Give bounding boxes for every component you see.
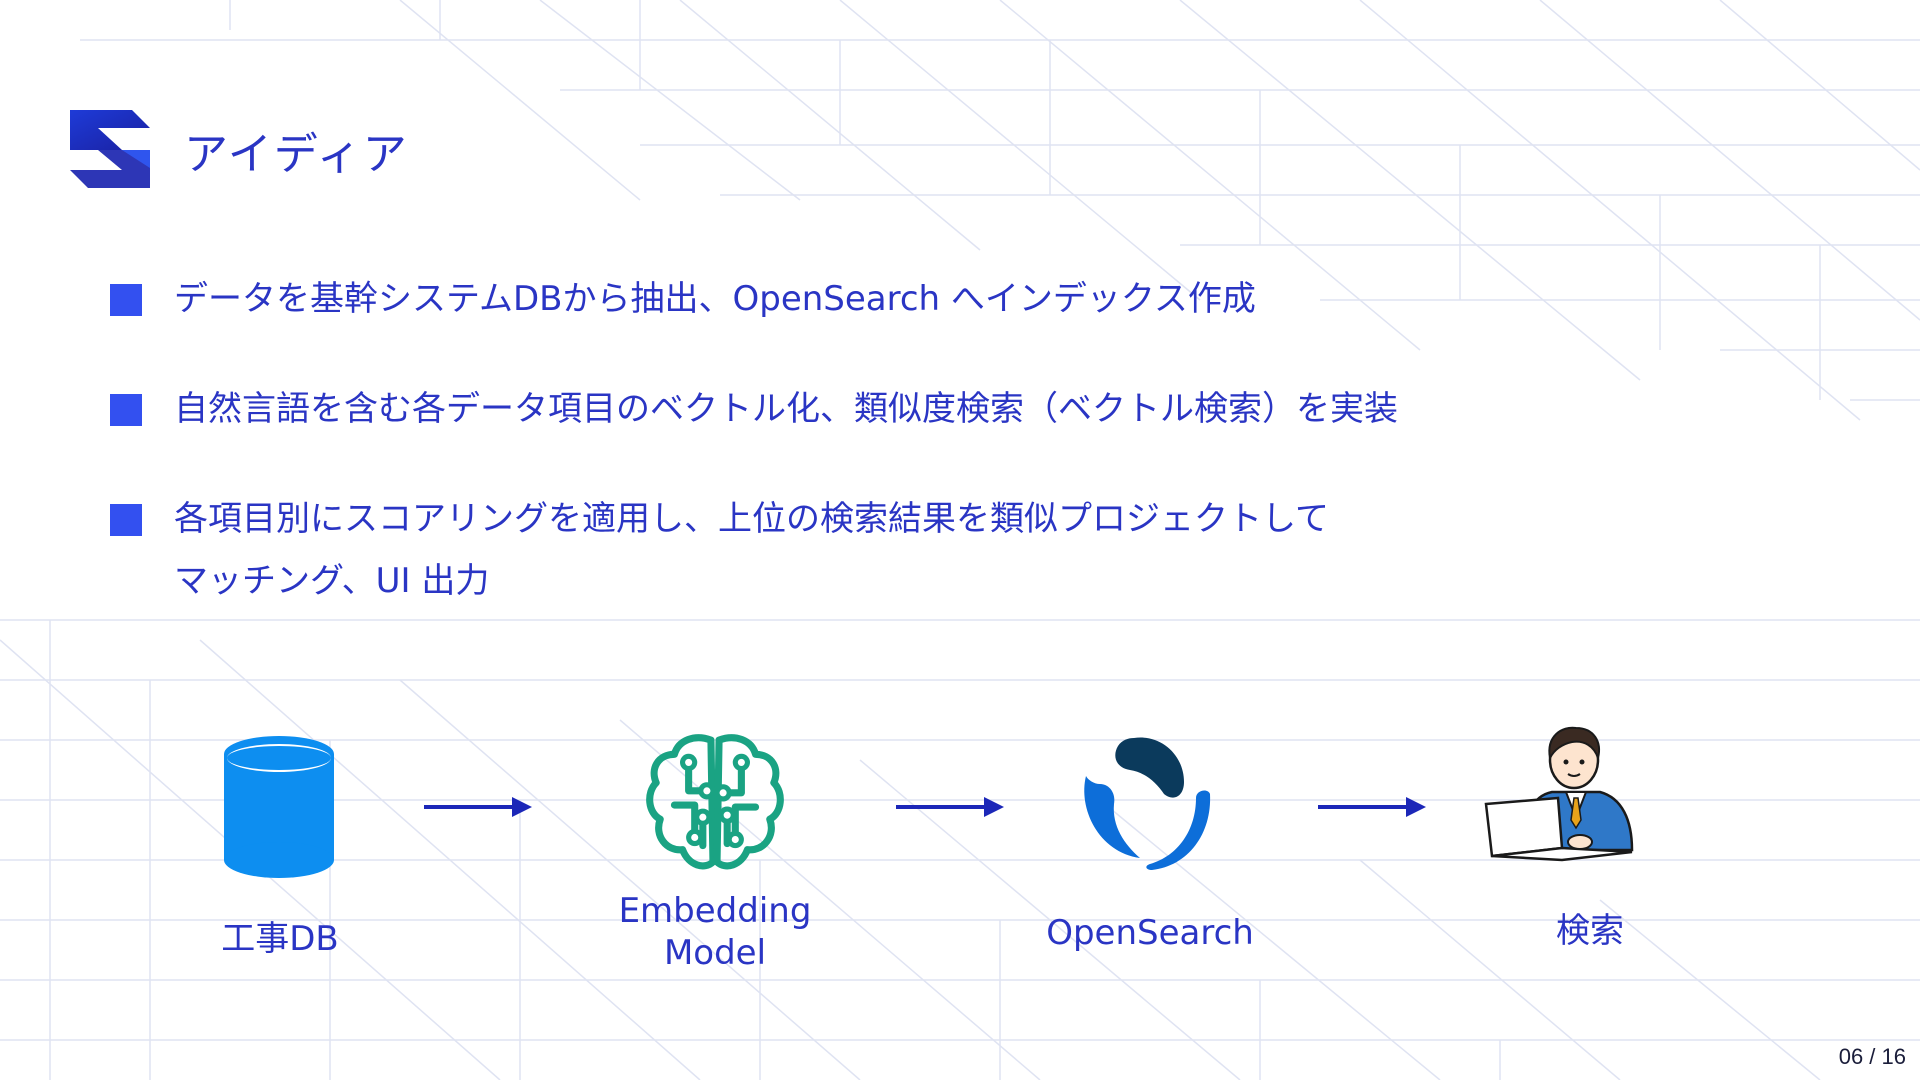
opensearch-logo-icon xyxy=(1072,734,1222,876)
flow-label-embedding-model: Embedding Model xyxy=(610,890,820,974)
slide-title: アイディア xyxy=(184,118,409,182)
flow-label-search: 検索 xyxy=(1510,910,1670,952)
flow-label-line: Embedding xyxy=(610,890,820,932)
arrow-right-icon xyxy=(1318,795,1428,819)
bullet-text: データを基幹システムDBから抽出、OpenSearch へインデックス作成 xyxy=(174,268,1256,330)
person-laptop-icon xyxy=(1482,720,1652,884)
arrow-right-icon xyxy=(896,795,1006,819)
page-number: 06 / 16 xyxy=(1839,1044,1906,1070)
company-logo xyxy=(70,110,150,188)
flow-label-database: 工事DB xyxy=(200,918,360,960)
ai-brain-circuit-icon xyxy=(644,732,786,874)
arrow-right-icon xyxy=(424,795,534,819)
bullet-text: 自然言語を含む各データ項目のベクトル化、類似度検索（ベクトル検索）を実装 xyxy=(174,378,1398,440)
bullet-marker xyxy=(110,284,142,316)
bullet-text-continuation: マッチング、UI 出力 xyxy=(174,550,489,612)
flow-label-opensearch: OpenSearch xyxy=(1040,912,1260,954)
bullet-marker xyxy=(110,394,142,426)
bullet-text: 各項目別にスコアリングを適用し、上位の検索結果を類似プロジェクトして xyxy=(174,488,1329,550)
flow-label-line: Model xyxy=(610,932,820,974)
bullet-marker xyxy=(110,504,142,536)
database-icon xyxy=(224,736,334,878)
